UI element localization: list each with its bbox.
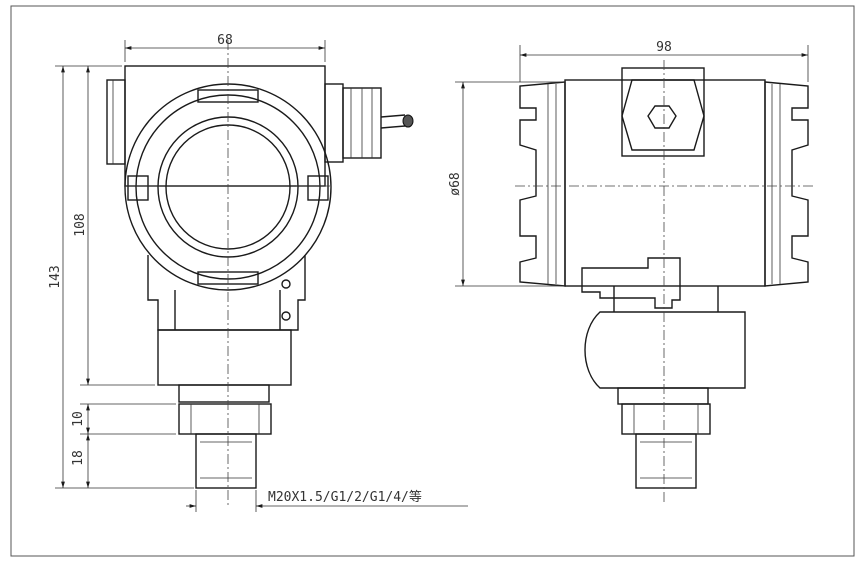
side-view <box>515 60 815 505</box>
dim-width-98: 98 <box>656 40 672 55</box>
dim-height-10: 10 <box>71 411 86 427</box>
side-view-dimensions: 98 ø68 <box>448 40 809 287</box>
front-view-dimensions: 68 143 108 10 18 M20X1.5/G1/2/G1/4/等 <box>48 33 468 512</box>
dim-height-143: 143 <box>48 265 63 288</box>
thread-spec-note: M20X1.5/G1/2/G1/4/等 <box>268 489 422 505</box>
dim-width-68: 68 <box>217 33 233 48</box>
front-view <box>106 40 414 505</box>
dim-height-18: 18 <box>71 450 86 466</box>
dim-height-108: 108 <box>73 213 88 236</box>
dim-diameter-68: ø68 <box>448 172 463 195</box>
drawing-border <box>10 5 855 557</box>
